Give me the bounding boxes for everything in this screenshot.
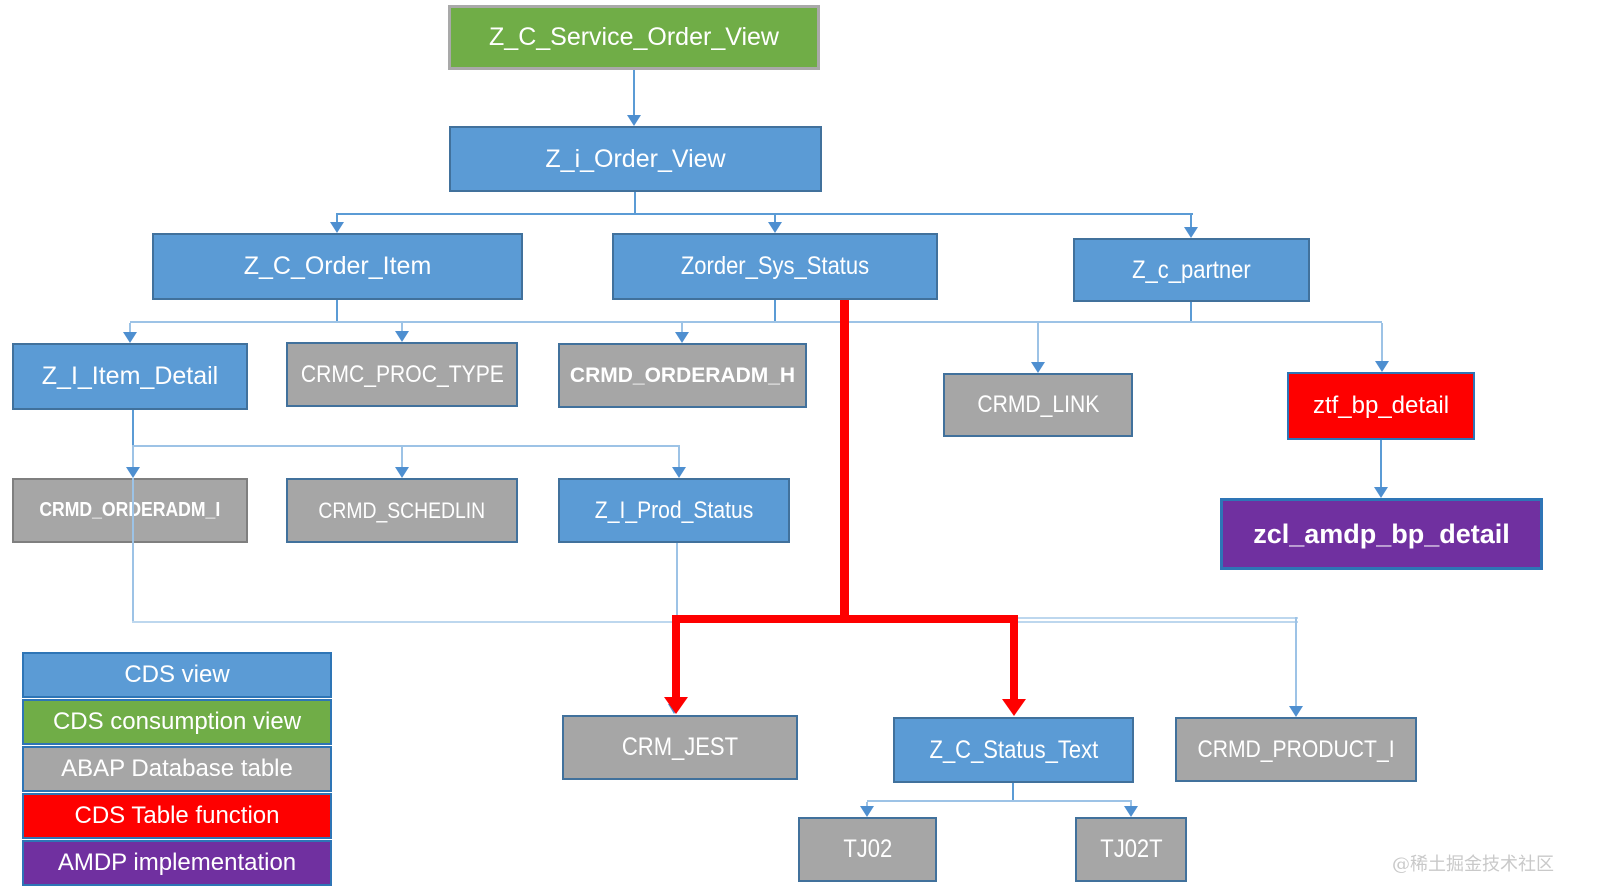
connector-drop-partner xyxy=(1190,213,1192,228)
connector-drop-tj02 xyxy=(866,802,868,807)
arrowhead-into-z-c-order-item xyxy=(330,222,344,233)
arrowhead-into-z-i-prod-status xyxy=(672,467,686,478)
node-crmd-link: CRMD_LINK xyxy=(943,373,1133,437)
connector-item-detail-passthrough xyxy=(132,478,134,621)
connector-drop-schedlin xyxy=(401,447,403,467)
arrowhead-into-tj02t xyxy=(1124,806,1138,817)
arrowhead-into-z-c-partner xyxy=(1184,227,1198,238)
node-crmd-product-i: CRMD_PRODUCT_I xyxy=(1175,717,1417,782)
arrowhead-into-crmd-orderadm-h xyxy=(675,332,689,343)
connector-drop-ztf xyxy=(1381,323,1383,361)
connector-ztf-to-zcl xyxy=(1380,440,1382,487)
node-zcl-amdp-bp-detail: zcl_amdp_bp_detail xyxy=(1220,498,1543,570)
watermark: @稀土掘金技术社区 xyxy=(1392,854,1554,875)
connector-order-view-stem xyxy=(634,192,636,213)
arrowhead-into-crmd-product-i xyxy=(1289,706,1303,717)
node-z-i-prod-status: Z_I_Prod_Status xyxy=(558,478,790,543)
connector-status-text-stem xyxy=(1012,783,1014,800)
node-crmd-schedlin: CRMD_SCHEDLIN xyxy=(286,478,518,543)
red-connector-to-status-text xyxy=(1010,615,1018,699)
node-z-c-order-item: Z_C_Order_Item xyxy=(152,233,523,300)
arrowhead-into-crmd-link xyxy=(1031,362,1045,373)
node-z-i-item-detail: Z_I_Item_Detail xyxy=(12,343,248,410)
node-ztf-bp-detail: ztf_bp_detail xyxy=(1287,372,1475,440)
connector-item-detail-stem xyxy=(132,410,134,445)
legend-item-cds-consumption-view: CDS consumption view xyxy=(22,699,332,745)
connector-row4-branch xyxy=(132,445,680,447)
legend-item-abap-database-table: ABAP Database table xyxy=(22,746,332,792)
connector-drop-sys-status xyxy=(774,213,776,223)
connector-status-text-branch xyxy=(867,800,1132,802)
red-connector-to-crm-jest xyxy=(672,615,680,697)
arrowhead-into-zorder-sys-status xyxy=(768,222,782,233)
node-z-c-service-order-view: Z_C_Service_Order_View xyxy=(448,5,820,70)
connector-drop-order-item xyxy=(336,213,338,223)
connector-drop-proc-type xyxy=(401,323,403,332)
arrowhead-into-crmd-orderadm-i xyxy=(126,467,140,478)
node-z-c-partner: Z_c_partner xyxy=(1073,238,1310,302)
node-z-c-status-text: Z_C_Status_Text xyxy=(893,717,1134,783)
connector-drop-crmd-link xyxy=(1037,323,1039,363)
node-tj02: TJ02 xyxy=(798,817,937,882)
red-connector-horizontal xyxy=(672,615,1018,623)
red-connector-sys-status-down xyxy=(840,300,849,620)
connector-drop-orderadm-i xyxy=(132,447,134,468)
connector-drop-item-detail xyxy=(129,323,131,333)
arrowhead-into-ztf-bp-detail xyxy=(1375,361,1389,372)
arrowhead-into-tj02 xyxy=(860,806,874,817)
connector-drop-prod-status xyxy=(678,447,680,467)
connector-drop-orderadm-h xyxy=(681,323,683,333)
arrowhead-into-zcl-amdp-bp-detail xyxy=(1374,487,1388,498)
node-z-i-order-view: Z_i_Order_View xyxy=(449,126,822,192)
legend-item-cds-table-function: CDS Table function xyxy=(22,793,332,839)
connector-order-view-branch xyxy=(337,213,1193,215)
legend-item-cds-view: CDS view xyxy=(22,652,332,698)
red-arrowhead-into-z-c-status-text xyxy=(1002,699,1026,716)
connector-row3-branch xyxy=(130,321,1382,323)
connector-drop-product-i xyxy=(1295,617,1297,707)
connector-root-to-order-view xyxy=(633,70,635,116)
node-crm-jest: CRM_JEST xyxy=(562,715,798,780)
arrowhead-into-crmd-schedlin xyxy=(395,467,409,478)
connector-sys-status-stem xyxy=(774,300,776,321)
node-zorder-sys-status: Zorder_Sys_Status xyxy=(612,233,938,300)
connector-order-item-stem xyxy=(336,300,338,321)
node-crmd-orderadm-h: CRMD_ORDERADM_H xyxy=(558,343,807,408)
arrowhead-into-z-i-order-view xyxy=(627,115,641,126)
connector-prod-status-stem xyxy=(676,543,678,617)
legend-item-amdp-implementation: AMDP implementation xyxy=(22,840,332,886)
node-crmd-orderadm-i: CRMD_ORDERADM_I xyxy=(12,478,248,543)
arrowhead-into-crmc-proc-type xyxy=(395,331,409,342)
connector-drop-tj02t xyxy=(1130,802,1132,807)
connector-partner-stem xyxy=(1190,302,1192,321)
arrowhead-into-z-i-item-detail xyxy=(123,332,137,343)
node-crmc-proc-type: CRMC_PROC_TYPE xyxy=(286,342,518,407)
node-tj02t: TJ02T xyxy=(1075,817,1187,882)
red-arrowhead-into-crm-jest xyxy=(664,697,688,714)
